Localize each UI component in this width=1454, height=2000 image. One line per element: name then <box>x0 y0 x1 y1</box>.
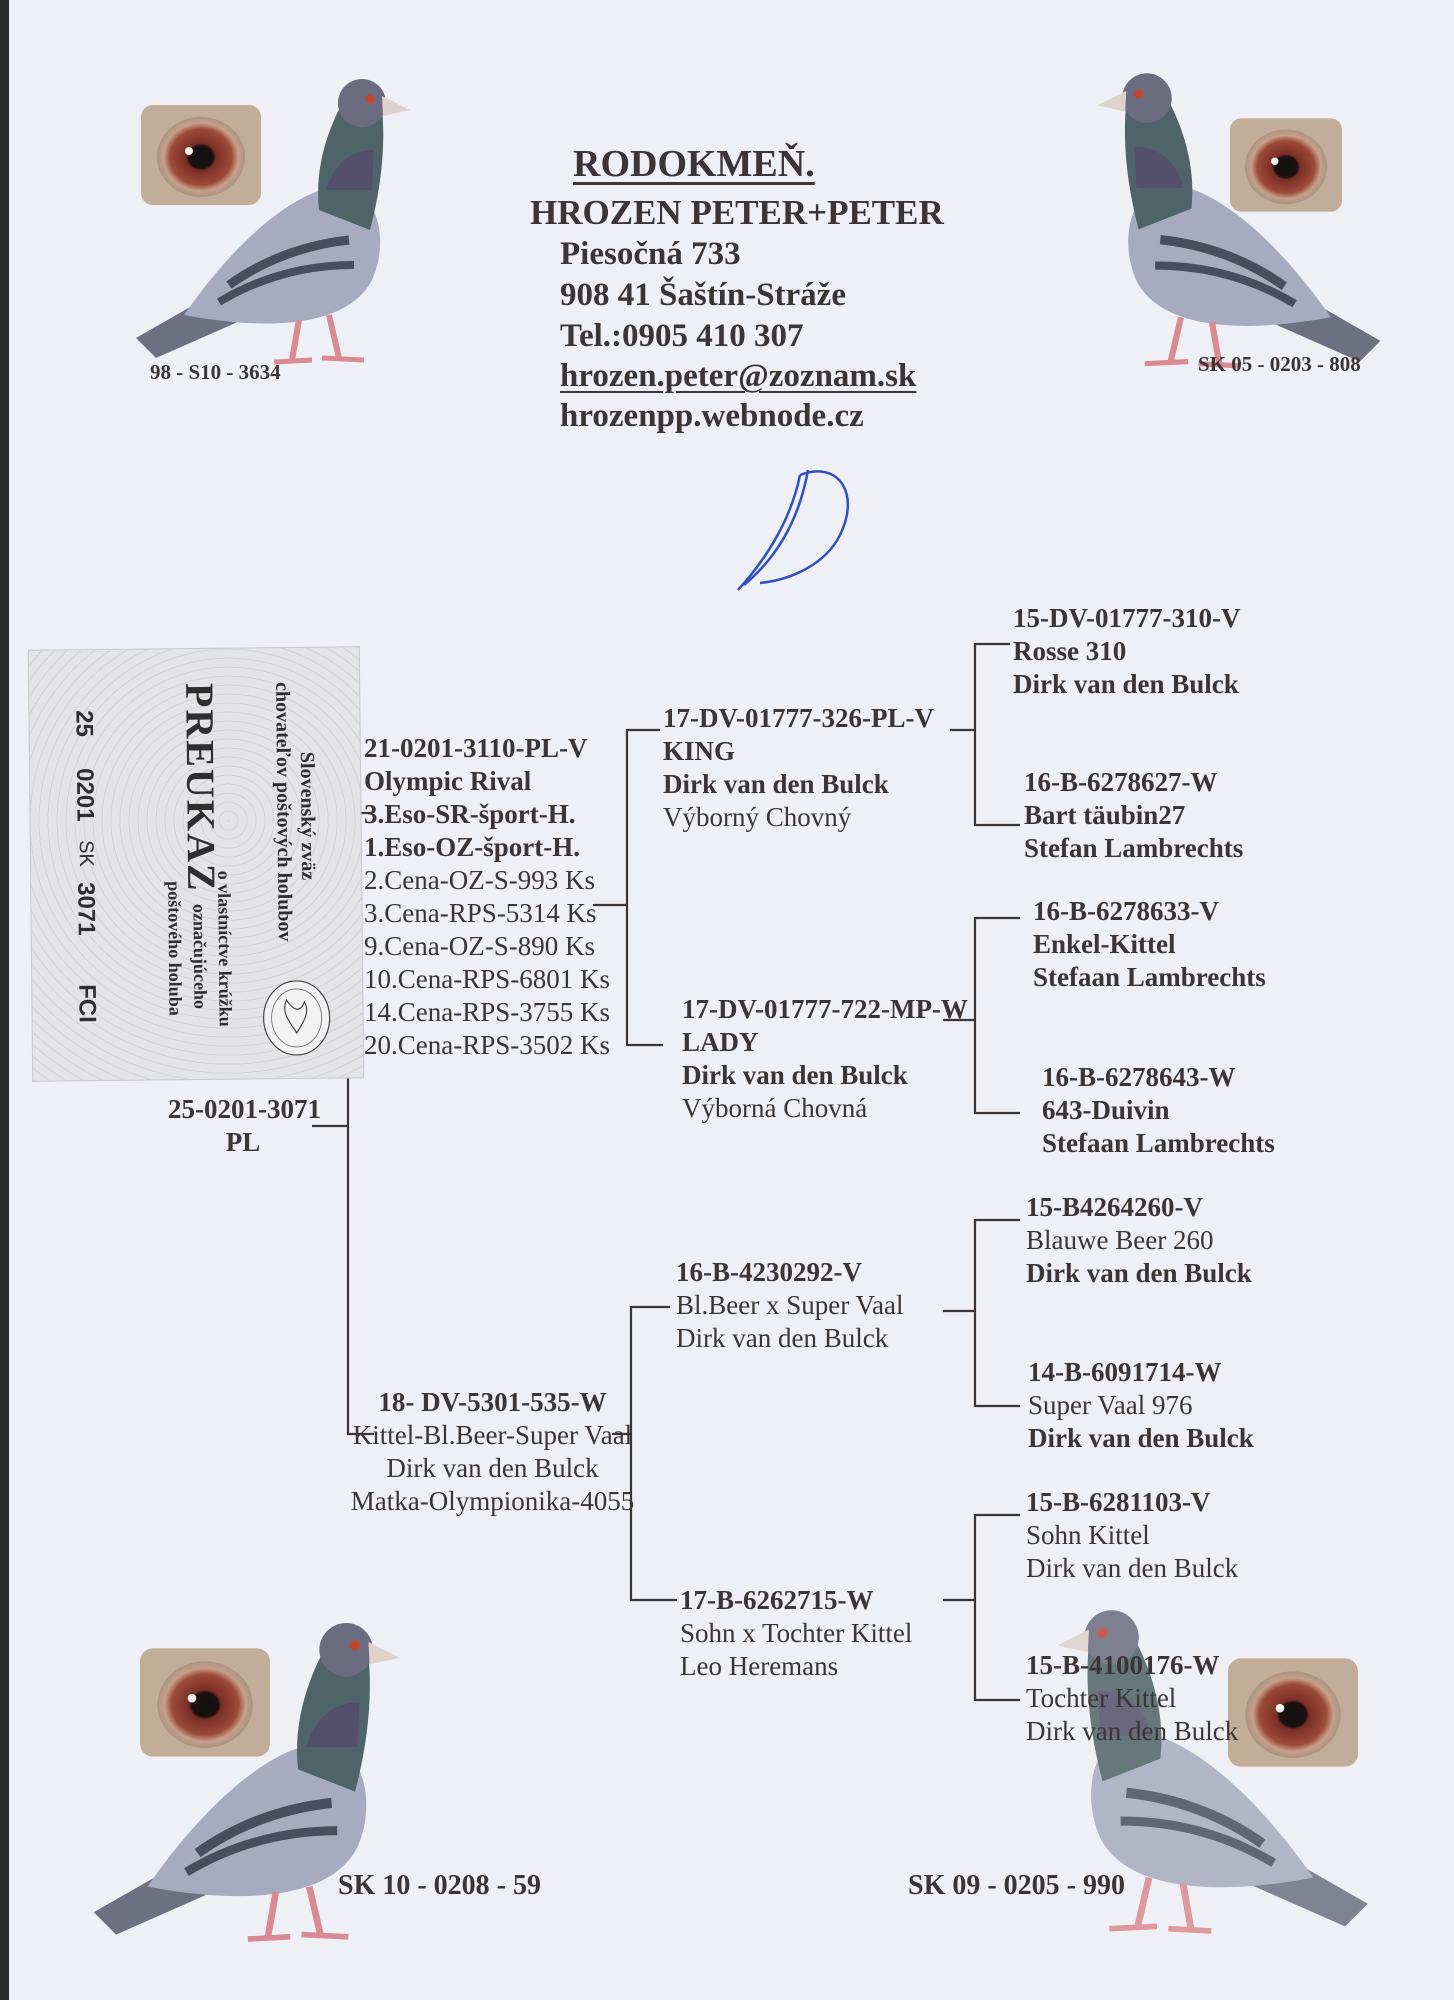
sire-achievement: 1.Eso-OZ-šport-H. <box>364 832 580 862</box>
signature <box>737 469 850 591</box>
name: KING <box>663 736 736 766</box>
breeder: Dirk van den Bulck <box>676 1323 889 1353</box>
dam-sire-block: 16-B-4230292-V Bl.Beer x Super Vaal Dirk… <box>676 1256 903 1355</box>
breeder: Dirk van den Bulck <box>1028 1423 1254 1453</box>
ds-sire-block: 15-B4264260-V Blauwe Beer 260 Dirk van d… <box>1026 1191 1252 1290</box>
ring: 16-B-6278643-W <box>1042 1062 1236 1092</box>
card-ring-fci: FCI <box>73 984 101 1023</box>
dd-sire-block: 15-B-6281103-V Sohn Kittel Dirk van den … <box>1026 1486 1238 1585</box>
sire-ring: 21-0201-3110-PL-V <box>364 733 588 763</box>
ss-dam-block: 16-B-6278627-W Bart täubin27 Stefan Lamb… <box>1024 766 1243 865</box>
email-link[interactable]: hrozen.peter@zoznam.sk <box>560 358 917 394</box>
subject-ring: 25-0201-3071 <box>168 1094 321 1124</box>
association-seal-logo <box>263 980 331 1056</box>
ring: 15-B-4100176-W <box>1026 1650 1220 1680</box>
sire-sire-block: 17-DV-01777-326-PL-V KING Dirk van den B… <box>663 702 934 834</box>
dam-breeder: Dirk van den Bulck <box>386 1453 599 1483</box>
note: Výborný Chovný <box>663 802 852 832</box>
name: LADY <box>682 1027 759 1057</box>
card-ring-year: 25 <box>70 710 98 738</box>
breeder: Dirk van den Bulck <box>1026 1553 1239 1583</box>
ring: 15-B4264260-V <box>1026 1192 1203 1222</box>
sire-result: 14.Cena-RPS-3755 Ks <box>364 997 611 1027</box>
sd-dam-block: 16-B-6278643-W 643-Duivin Stefaan Lambre… <box>1042 1061 1275 1160</box>
card-ring-country: SK <box>74 840 98 867</box>
address-city: 908 41 Šaštín-Stráže <box>560 277 846 313</box>
phone-number: Tel.:0905 410 307 <box>560 318 804 354</box>
ring-top-left: 98 - S10 - 3634 <box>150 360 281 384</box>
card-desc-line2: označujúceho <box>189 903 211 1010</box>
ring: 15-DV-01777-310-V <box>1013 603 1241 633</box>
name: Bl.Beer x Super Vaal <box>676 1290 904 1320</box>
name: Bart täubin27 <box>1024 800 1186 830</box>
breeder: Dirk van den Bulck <box>1026 1258 1252 1288</box>
ring: 16-B-6278627-W <box>1024 767 1218 797</box>
sire-result: 9.Cena-OZ-S-890 Ks <box>364 931 595 961</box>
card-desc-line1: o vlastníctve krúžku <box>214 870 236 1027</box>
breeder: Leo Heremans <box>680 1651 839 1681</box>
sire-block: 21-0201-3110-PL-V Olympic Rival 3.Eso-SR… <box>364 732 610 1062</box>
ring-bottom-right: SK 09 - 0205 - 990 <box>908 1870 1125 1901</box>
subject-code: PL <box>225 1127 261 1157</box>
dam-dam-block: 17-B-6262715-W Sohn x Tochter Kittel Leo… <box>680 1584 912 1683</box>
ring: 17-B-6262715-W <box>680 1585 874 1615</box>
card-ring-club: 0201 <box>70 768 99 822</box>
sire-name: Olympic Rival <box>364 766 532 796</box>
sire-result: 3.Cena-RPS-5314 Ks <box>364 898 597 928</box>
pedigree-subject: 25-0201-3071 PL <box>168 1093 321 1159</box>
name: Sohn x Tochter Kittel <box>680 1618 913 1648</box>
ring: 17-DV-01777-326-PL-V <box>663 703 934 733</box>
name: Enkel-Kittel <box>1033 929 1176 959</box>
name: Blauwe Beer 260 <box>1026 1225 1214 1255</box>
owner-name: HROZEN PETER+PETER <box>530 193 944 232</box>
ring: 15-B-6281103-V <box>1026 1487 1211 1517</box>
ring: 16-B-4230292-V <box>676 1257 862 1287</box>
sire-result: 2.Cena-OZ-S-993 Ks <box>364 865 595 895</box>
breeder: Stefaan Lambrechts <box>1042 1128 1275 1158</box>
sd-sire-block: 16-B-6278633-V Enkel-Kittel Stefaan Lamb… <box>1033 895 1266 994</box>
name: Sohn Kittel <box>1026 1520 1150 1550</box>
card-ring-number: 3071 <box>72 882 100 936</box>
page-title: RODOKMEŇ. <box>573 143 815 185</box>
dam-block: 18- DV-5301-535-W Kittel-Bl.Beer-Super V… <box>340 1386 645 1518</box>
sire-dam-block: 17-DV-01777-722-MP-W LADY Dirk van den B… <box>682 993 968 1125</box>
sire-result: 20.Cena-RPS-3502 Ks <box>364 1030 611 1060</box>
name: Tochter Kittel <box>1026 1683 1177 1713</box>
breeder: Stefan Lambrechts <box>1024 833 1244 863</box>
dd-dam-block: 15-B-4100176-W Tochter Kittel Dirk van d… <box>1026 1649 1238 1748</box>
card-title: PREUKAZ <box>177 682 225 893</box>
ds-dam-block: 14-B-6091714-W Super Vaal 976 Dirk van d… <box>1028 1356 1254 1455</box>
breeder: Dirk van den Bulck <box>1013 669 1239 699</box>
dam-note: Matka-Olympionika-4055 <box>350 1486 635 1516</box>
scan-edge <box>0 0 9 2000</box>
ring-bottom-left: SK 10 - 0208 - 59 <box>338 1870 541 1901</box>
card-org-line1: Slovenský zväz <box>295 751 320 881</box>
ring-top-right: SK 05 - 0203 - 808 <box>1198 352 1361 376</box>
note: Výborná Chovná <box>682 1093 868 1123</box>
name: 643-Duivin <box>1042 1095 1170 1125</box>
dam-name: Kittel-Bl.Beer-Super Vaal <box>352 1420 633 1450</box>
ring: 17-DV-01777-722-MP-W <box>682 994 968 1024</box>
name: Super Vaal 976 <box>1028 1390 1193 1420</box>
breeder: Dirk van den Bulck <box>682 1060 908 1090</box>
ring-ownership-card: Slovenský zväz chovateľov poštových holu… <box>27 646 365 1082</box>
ring: 14-B-6091714-W <box>1028 1357 1222 1387</box>
name: Rosse 310 <box>1013 636 1127 666</box>
sire-result: 10.Cena-RPS-6801 Ks <box>364 964 611 994</box>
breeder: Dirk van den Bulck <box>1026 1716 1239 1746</box>
website-link[interactable]: hrozenpp.webnode.cz <box>560 398 864 434</box>
breeder: Stefaan Lambrechts <box>1033 962 1266 992</box>
sire-achievement: 3.Eso-SR-šport-H. <box>364 799 576 829</box>
dam-ring: 18- DV-5301-535-W <box>378 1387 607 1417</box>
breeder: Dirk van den Bulck <box>663 769 889 799</box>
ss-sire-block: 15-DV-01777-310-V Rosse 310 Dirk van den… <box>1013 602 1240 701</box>
card-org-line2: chovateľov poštových holubov <box>271 681 296 942</box>
address-street: Piesočná 733 <box>560 236 741 272</box>
card-desc-line3: poštového holuba <box>164 881 186 1016</box>
ring: 16-B-6278633-V <box>1033 896 1219 926</box>
